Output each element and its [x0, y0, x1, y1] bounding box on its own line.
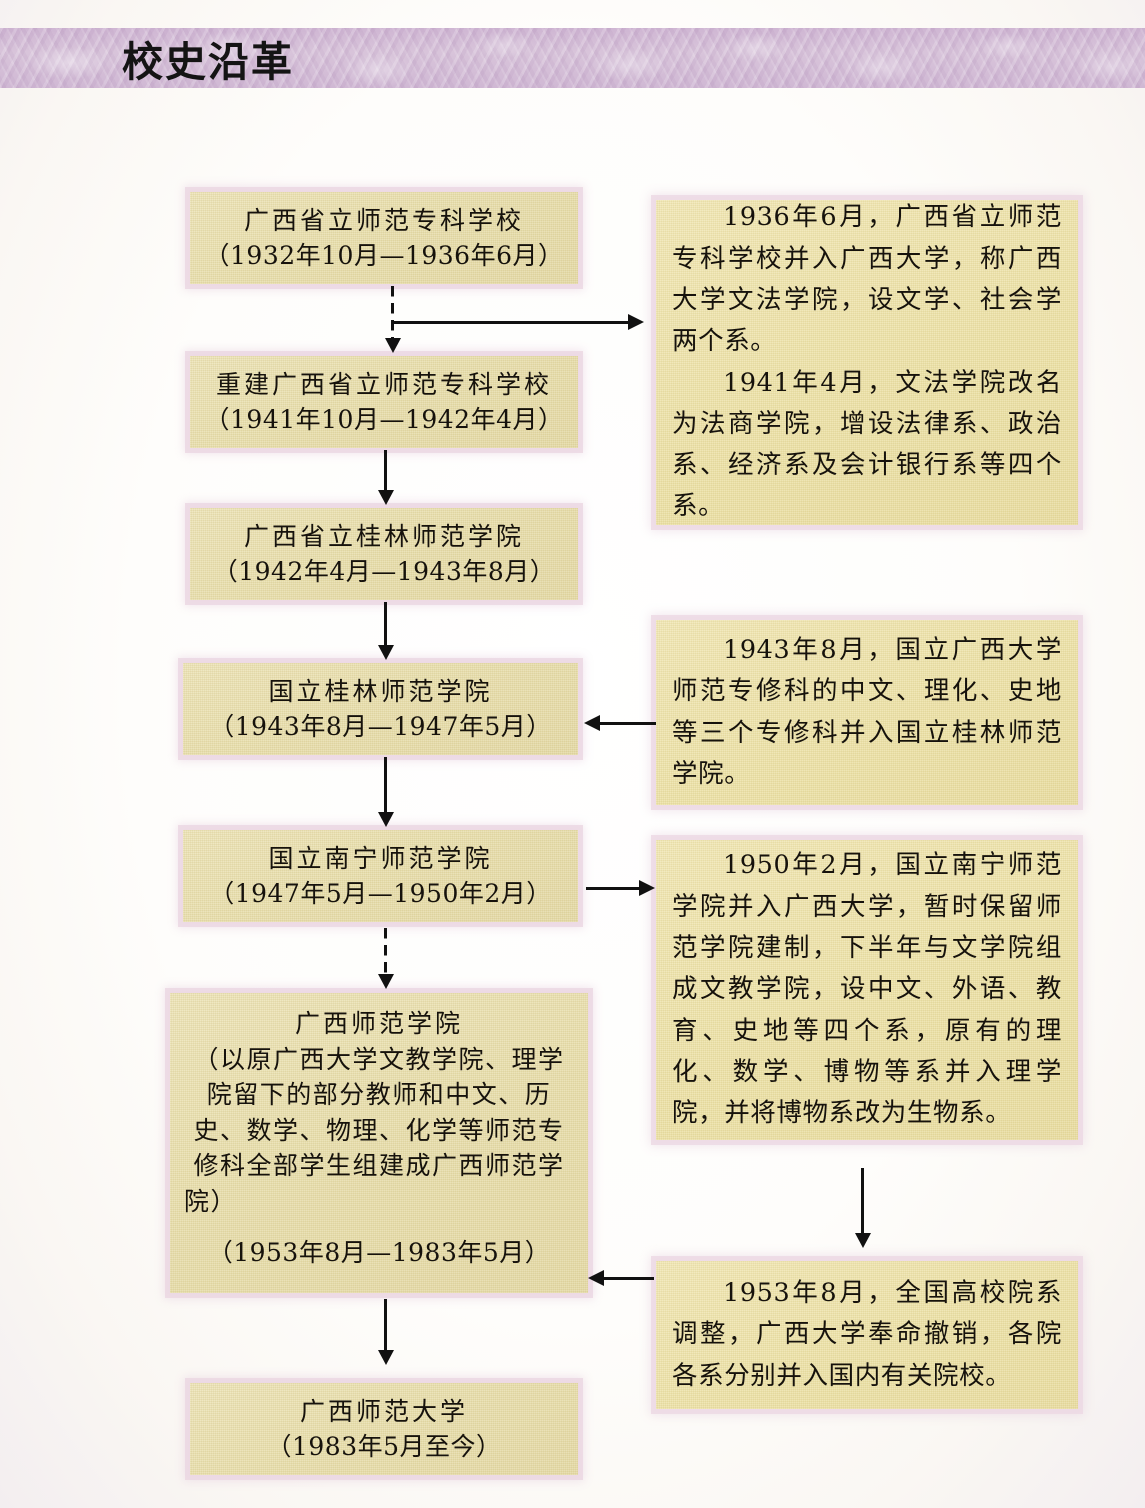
timeline-box-1932: 广西省立师范专科学校 （1932年10月—1936年6月） — [190, 192, 578, 284]
timeline-box-detail-line: 修科全部学生组建成广西师范学 — [193, 1151, 565, 1180]
timeline-box-detail-line: （以原广西大学文教学院、理学 — [193, 1044, 565, 1074]
page-title: 校史沿革 — [122, 38, 294, 86]
timeline-box-detail-line: 史、数学、物理、化学等师范专 — [193, 1115, 565, 1145]
timeline-box-period: （1941年10月—1942年4月） — [204, 405, 564, 434]
connector-1932-to-1941-arrowhead — [385, 338, 401, 353]
note-box-1943: 1943年8月，国立广西大学师范专修科的中文、理化、史地等三个专修科并入国立桂林… — [656, 620, 1078, 805]
note-box-1953: 1953年8月，全国高校院系调整，广西大学奉命撤销，各院各系分别并入国内有关院校… — [656, 1261, 1078, 1409]
connector-1947-to-1953-arrowhead — [378, 974, 394, 989]
timeline-box-period: （1947年5月—1950年2月） — [209, 879, 552, 908]
timeline-box-1953: 广西师范学院 （以原广西大学文教学院、理学 院留下的部分教师和中文、历 史、数学… — [170, 993, 588, 1293]
timeline-box-1983: 广西师范大学 （1983年5月至今） — [190, 1383, 578, 1475]
connector-note1950-to-note1953-arrowhead — [855, 1233, 871, 1248]
timeline-box-period: （1932年10月—1936年6月） — [204, 241, 564, 270]
connector-1953-to-1983-line — [384, 1299, 387, 1351]
timeline-box-name: 广西省立桂林师范学院 — [243, 521, 524, 551]
timeline-box-1941: 重建广西省立师范专科学校 （1941年10月—1942年4月） — [190, 356, 578, 448]
note-paragraph: 1936年6月，广西省立师范专科学校并入广西大学，称广西大学文法学院，设文学、社… — [672, 202, 1062, 357]
timeline-box-period: （1942年4月—1943年8月） — [212, 557, 556, 586]
timeline-box-1947: 国立南宁师范学院 （1947年5月—1950年2月） — [183, 830, 578, 922]
note-paragraph: 1953年8月，全国高校院系调整，广西大学奉命撤销，各院各系分别并入国内有关院校… — [672, 1278, 1062, 1391]
timeline-box-name: 广西师范学院 — [294, 1009, 463, 1038]
note-paragraph: 1950年2月，国立南宁师范学院并入广西大学，暂时保留师范学院建制，下半年与文学… — [672, 850, 1062, 1129]
timeline-box-period: （1953年8月—1983年5月） — [207, 1238, 551, 1267]
timeline-box-1943: 国立桂林师范学院 （1943年8月—1947年5月） — [183, 663, 578, 755]
note-box-1936: 1936年6月，广西省立师范专科学校并入广西大学，称广西大学文法学院，设文学、社… — [656, 200, 1078, 525]
connector-1932-to-note1936-line — [391, 321, 629, 324]
connector-1942-to-1943-arrowhead — [378, 645, 394, 660]
page-header-banner: 校史沿革 — [0, 28, 1145, 88]
connector-1941-to-1942-line — [384, 450, 387, 491]
connector-1947-to-1953-dashed-line — [384, 928, 387, 976]
connector-1932-to-1941-dashed-line — [391, 286, 394, 338]
timeline-box-name: 重建广西省立师范专科学校 — [215, 369, 552, 399]
note-box-1950: 1950年2月，国立南宁师范学院并入广西大学，暂时保留师范学院建制，下半年与文学… — [656, 840, 1078, 1140]
timeline-box-detail-line: 院留下的部分教师和中文、历 — [206, 1080, 552, 1109]
connector-1941-to-1942-arrowhead — [378, 490, 394, 505]
connector-1953-to-1983-arrowhead — [378, 1350, 394, 1365]
connector-1932-to-note1936-arrowhead — [628, 314, 644, 330]
note-paragraph: 1941年4月，文法学院改名为法商学院，增设法律系、政治系、经济系及会计银行系等… — [672, 367, 1062, 522]
timeline-box-period: （1983年5月至今） — [266, 1432, 502, 1461]
timeline-box-name: 广西师范大学 — [299, 1396, 468, 1426]
timeline-box-name: 国立桂林师范学院 — [268, 676, 493, 706]
timeline-box-name: 国立南宁师范学院 — [268, 843, 493, 873]
connector-note1953-to-1953-line — [604, 1277, 654, 1280]
timeline-box-detail-line: 院） — [184, 1186, 238, 1216]
connector-note1943-to-1943-arrowhead — [584, 715, 600, 731]
connector-1943-to-1947-arrowhead — [378, 812, 394, 827]
connector-note1943-to-1943-line — [600, 722, 656, 725]
timeline-box-name: 广西省立师范专科学校 — [243, 205, 524, 235]
timeline-box-1942: 广西省立桂林师范学院 （1942年4月—1943年8月） — [190, 508, 578, 600]
note-paragraph: 1943年8月，国立广西大学师范专修科的中文、理化、史地等三个专修科并入国立桂林… — [672, 634, 1062, 789]
connector-1947-to-note1950-arrowhead — [639, 880, 655, 896]
timeline-box-period: （1943年8月—1947年5月） — [209, 712, 552, 741]
connector-1942-to-1943-line — [384, 602, 387, 646]
connector-1943-to-1947-line — [384, 757, 387, 813]
connector-note1950-to-note1953-line — [861, 1168, 864, 1234]
connector-note1953-to-1953-arrowhead — [588, 1270, 604, 1286]
connector-1947-to-note1950-line — [586, 887, 640, 890]
